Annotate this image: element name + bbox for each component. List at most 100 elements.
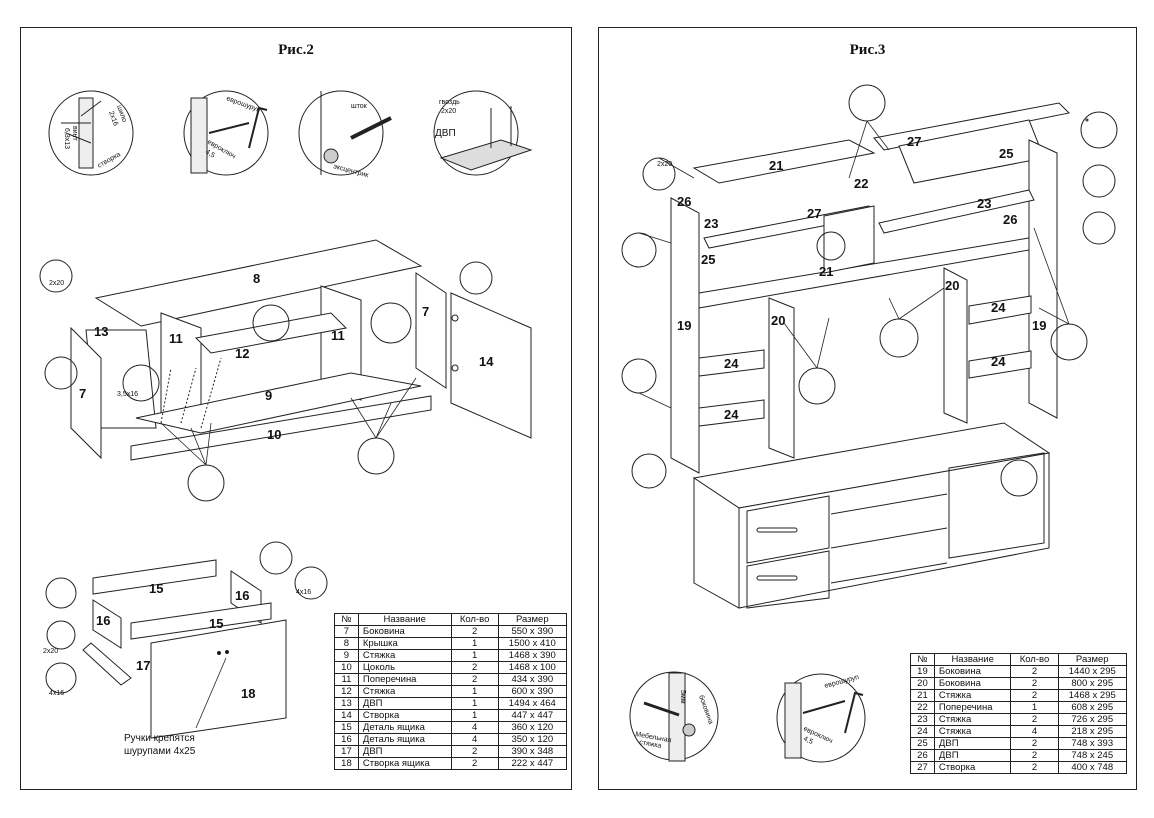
part-label-20-right: 20 bbox=[945, 278, 959, 293]
cell-size: 447 х 447 bbox=[497, 709, 568, 722]
eccentric-bubble-center bbox=[252, 304, 290, 342]
col-header-name: Название bbox=[357, 613, 452, 626]
part-label-27-top: 27 bbox=[907, 134, 921, 149]
col-header-size: Размер bbox=[1057, 653, 1128, 666]
figure-3-title: Рис.3 bbox=[849, 42, 886, 58]
cell-qty: 2 bbox=[1010, 689, 1059, 702]
screw-bubble-drawer bbox=[122, 364, 160, 402]
part-label-8: 8 bbox=[253, 271, 260, 286]
cell-size: 1494 х 464 bbox=[497, 697, 568, 710]
table-header-row: № Название Кол-во Размер bbox=[334, 613, 568, 626]
cell-number: 9 bbox=[334, 649, 359, 662]
cell-qty: 2 bbox=[450, 757, 499, 770]
screw-bubble-drawer-bottom-b bbox=[45, 662, 77, 694]
euroscrew-detail-callout-fig3: еврошуруп евроключ 4,5 bbox=[776, 673, 866, 763]
furniture-tie-label-2: стяжка bbox=[639, 739, 662, 750]
part-label-18: 18 bbox=[241, 686, 255, 701]
figure-2-drawing: шило 2х16 винт 6,3х13 створка еврошуруп … bbox=[39, 90, 533, 739]
part-label-23-right: 23 bbox=[977, 196, 991, 211]
part-label-24-lower-right: 24 bbox=[991, 354, 1006, 369]
cell-name: Цоколь bbox=[357, 661, 452, 674]
hinge-label-screw-size: 6,3х13 bbox=[63, 128, 70, 149]
cell-qty: 1 bbox=[450, 649, 499, 662]
handle-note-line2: шурупами 4х25 bbox=[124, 746, 196, 757]
col-header-number: № bbox=[910, 653, 935, 666]
part-label-24-lower-left: 24 bbox=[724, 407, 739, 422]
cell-number: 8 bbox=[334, 637, 359, 650]
fiberboard-label: ДВП bbox=[435, 128, 456, 139]
cell-size: 1468 х 390 bbox=[497, 649, 568, 662]
screw-size-2x20-top: 2х20 bbox=[49, 280, 64, 287]
cell-size: 434 х 390 bbox=[497, 673, 568, 686]
cell-size: 1440 х 295 bbox=[1057, 665, 1128, 678]
eccentric-label: эксцентрик bbox=[332, 163, 369, 179]
cell-qty: 2 bbox=[450, 661, 499, 674]
eccentric-detail-callout: шток эксцентрик bbox=[298, 90, 392, 179]
nail-detail-callout: гвоздь 2х20 ДВП bbox=[433, 90, 533, 176]
screw-bubble-drawer-right bbox=[294, 566, 328, 600]
part-label-23-left: 23 bbox=[704, 216, 718, 231]
cell-number: 12 bbox=[334, 685, 359, 698]
part-label-13: 13 bbox=[94, 324, 108, 339]
euroscrew-label: еврошуруп bbox=[225, 95, 261, 114]
part-label-21-top: 21 bbox=[769, 158, 783, 173]
screw-size-4x16-right: 4х16 bbox=[296, 589, 311, 596]
cell-size: 360 х 120 bbox=[497, 721, 568, 734]
cell-qty: 2 bbox=[1010, 749, 1059, 762]
part-label-16-left: 16 bbox=[96, 613, 110, 628]
cell-name: Стяжка bbox=[933, 689, 1012, 702]
hinge-label-awl-size: 2х16 bbox=[107, 110, 119, 127]
screw-size-3-5x16: 3,5х16 bbox=[117, 391, 138, 398]
cell-name: Створка bbox=[357, 709, 452, 722]
drawer-exploded-view bbox=[82, 559, 287, 739]
part-label-11-left: 11 bbox=[169, 331, 183, 346]
handle-note: Ручки крепятся шурупами 4х25 bbox=[124, 732, 195, 758]
cell-qty: 1 bbox=[450, 637, 499, 650]
cell-number: 13 bbox=[334, 697, 359, 710]
part-label-25-left: 25 bbox=[701, 252, 715, 267]
cell-size: 1468 х 295 bbox=[1057, 689, 1128, 702]
figure-3-drawing: 2х20 21 26 23 27 22 25 21 27 25 23 26 19… bbox=[621, 84, 1118, 763]
cell-name: Поперечина bbox=[933, 701, 1012, 714]
cell-size: 222 х 447 bbox=[497, 757, 568, 770]
cell-size: 550 х 390 bbox=[497, 625, 568, 638]
part-label-26-left: 26 bbox=[677, 194, 691, 209]
cell-size: 350 х 120 bbox=[497, 733, 568, 746]
cell-number: 24 bbox=[910, 725, 935, 738]
cell-size: 800 х 295 bbox=[1057, 677, 1128, 690]
cell-name: Крышка bbox=[357, 637, 452, 650]
cell-number: 15 bbox=[334, 721, 359, 734]
screw-bubble-bottom-right bbox=[357, 437, 395, 475]
side-panel-label: боковина bbox=[697, 694, 715, 725]
cell-qty: 2 bbox=[450, 625, 499, 638]
part-label-21-middle: 21 bbox=[819, 264, 833, 279]
screw-bubble-bottom bbox=[187, 464, 225, 502]
screw-bubble-top-left bbox=[39, 259, 73, 293]
screw-bubble-left-upper bbox=[621, 232, 657, 268]
eccentric-bubble-right-small bbox=[1082, 211, 1116, 245]
wall-unit-exploded-view bbox=[670, 102, 1071, 609]
cell-qty: 2 bbox=[450, 745, 499, 758]
figure-3-panel: Рис.3 bbox=[598, 27, 1137, 790]
side-thickness-label: 5мм bbox=[679, 690, 686, 704]
col-header-size: Размер bbox=[497, 613, 568, 626]
part-label-26-right: 26 bbox=[1003, 212, 1017, 227]
cell-name: Боковина bbox=[933, 677, 1012, 690]
cell-name: Боковина bbox=[933, 665, 1012, 678]
cell-name: Стяжка bbox=[357, 685, 452, 698]
cell-qty: 1 bbox=[1010, 701, 1059, 714]
cell-size: 400 х 748 bbox=[1057, 761, 1128, 774]
screw-bubble-center bbox=[879, 318, 919, 358]
eccentric-rod-label: шток bbox=[351, 103, 368, 110]
part-label-24-upper-left: 24 bbox=[724, 356, 739, 371]
screw-bubble-drawer-bottom-a bbox=[46, 620, 76, 650]
cell-number: 27 bbox=[910, 761, 935, 774]
